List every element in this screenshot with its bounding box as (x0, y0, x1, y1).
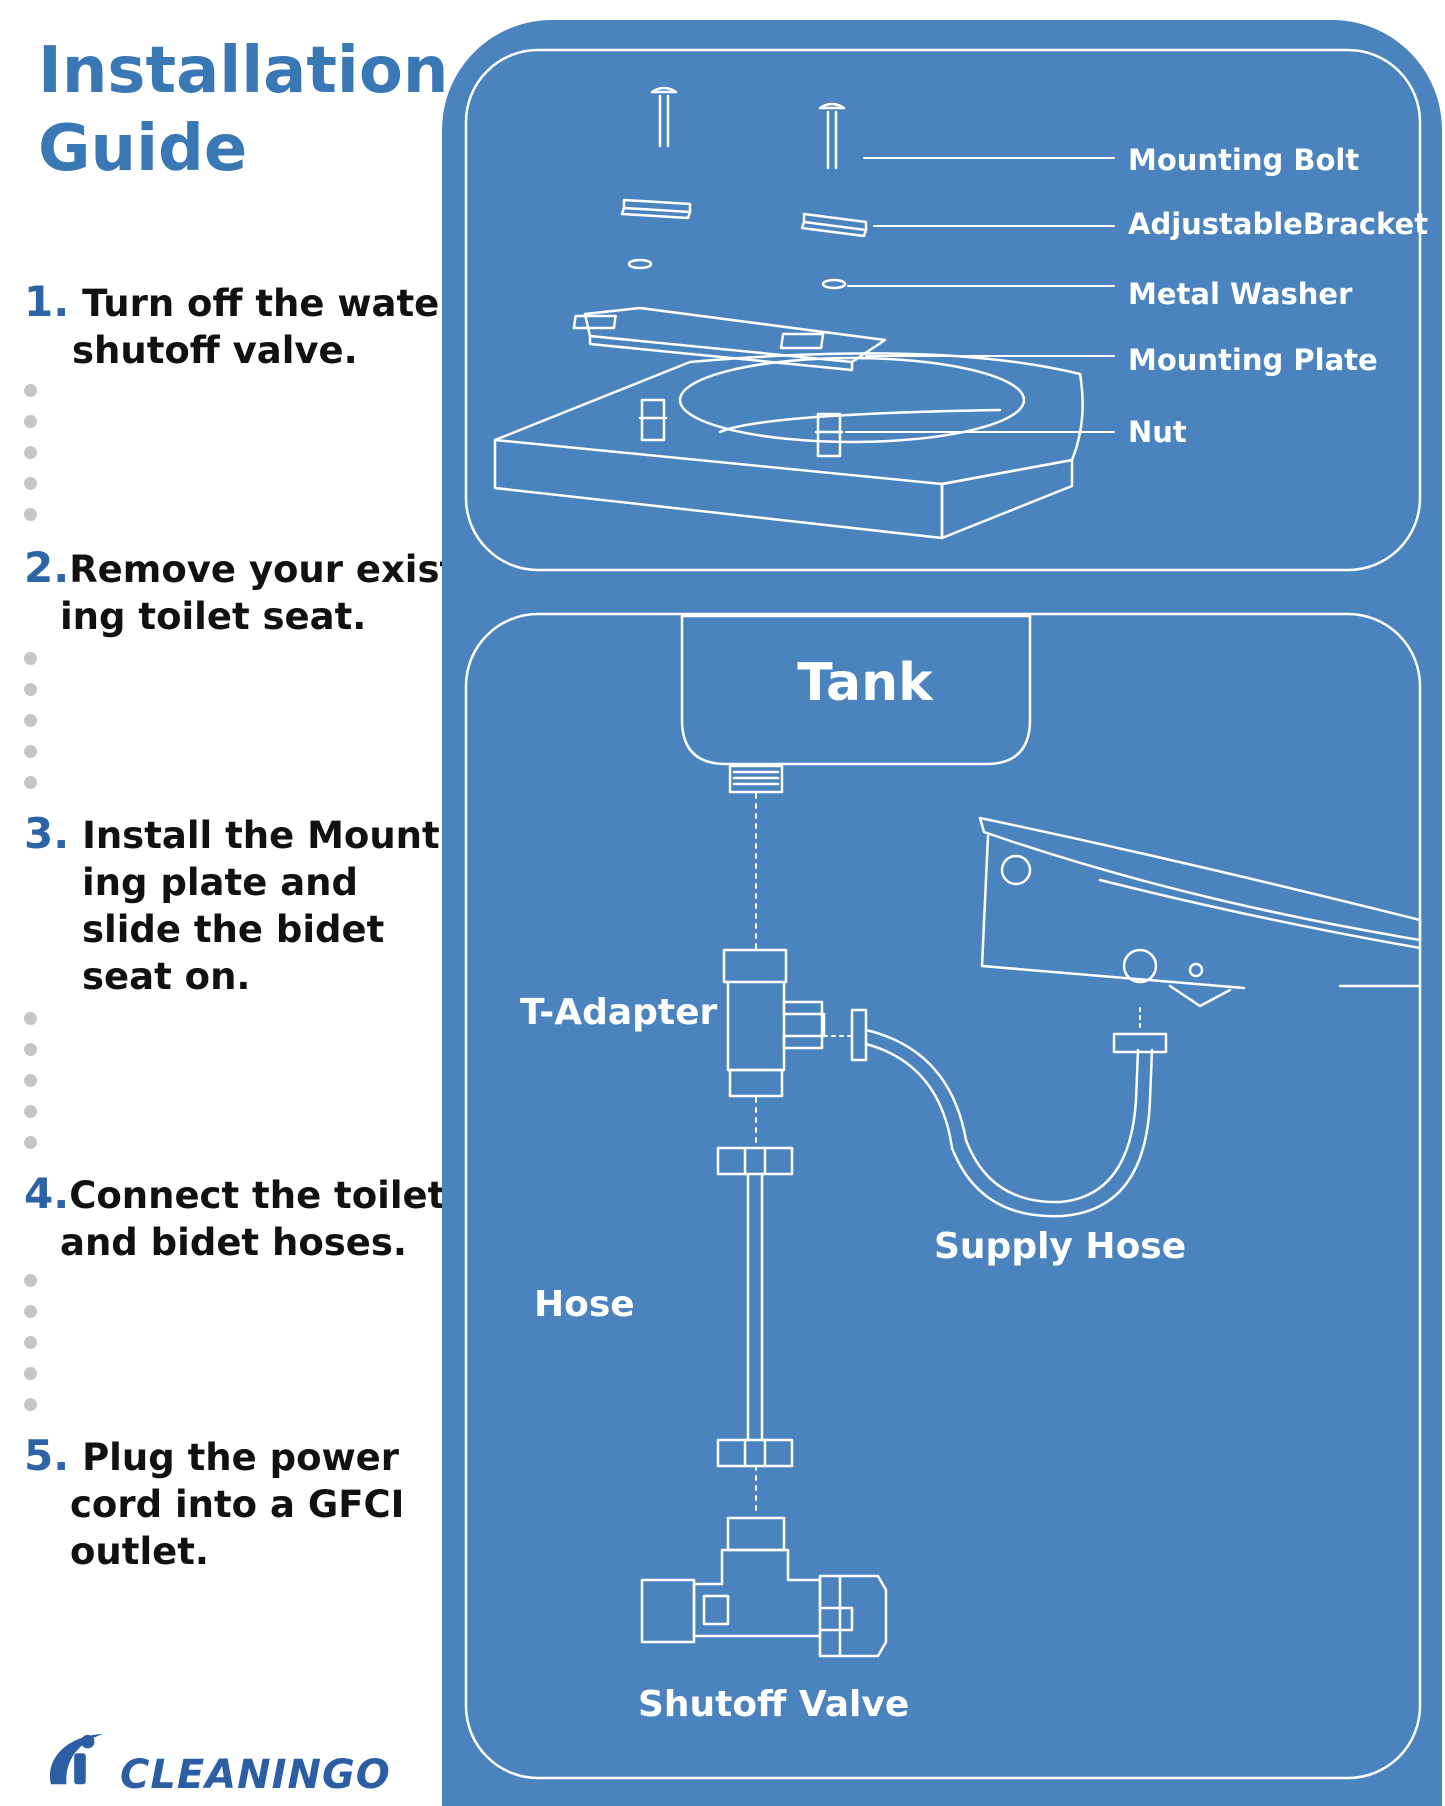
step-5-text-1: Plug the power (69, 1436, 400, 1479)
metal-washer-drawings (627, 258, 847, 290)
label-shutoff-valve: Shutoff Valve (638, 1684, 909, 1725)
title-line-2: Guide (38, 112, 248, 186)
mounting-plate-drawing (572, 306, 887, 372)
mounting-bolt-drawings (650, 86, 846, 170)
step-2-dots (24, 652, 37, 807)
step-1-text-1: Turn off the water (69, 282, 458, 325)
step-5: 5. Plug the power cord into a GFCI outle… (24, 1432, 404, 1575)
step-3-dots (24, 1012, 37, 1167)
bidet-seat-drawing (978, 816, 1422, 1008)
step-4-text-2: and bidet hoses. (60, 1221, 407, 1264)
step-1-number: 1. (24, 277, 70, 326)
top-diagram-frame (464, 48, 1422, 572)
step-2-text-1: Remove your exist (69, 548, 458, 591)
step-5-number: 5. (24, 1431, 70, 1480)
toilet-seat-slab-drawing (493, 352, 1084, 540)
step-2-text-2: ing toilet seat. (60, 595, 367, 638)
step-3: 3. Install the Mount ing plate and slide… (24, 810, 440, 1000)
shutoff-valve-drawing (640, 1516, 888, 1658)
step-5-text-2: cord into a GFCI (70, 1483, 405, 1526)
step-4: 4.Connect the toilet and bidet hoses. (24, 1170, 445, 1266)
label-hose: Hose (534, 1284, 635, 1325)
label-mounting-bolt: Mounting Bolt (1128, 143, 1359, 177)
hose-drawing (716, 1146, 794, 1468)
step-1: 1. Turn off the water shutoff valve. (24, 278, 458, 374)
step-4-number: 4. (24, 1169, 70, 1218)
step-2: 2.Remove your exist ing toilet seat. (24, 544, 457, 640)
step-1-dots (24, 384, 37, 539)
bottom-diagram-frame (464, 612, 1422, 1780)
leader-lines (845, 157, 1115, 433)
adjustable-bracket-drawings (620, 198, 868, 238)
label-t-adapter: T-Adapter (520, 992, 718, 1033)
cleaningo-logo-icon (49, 1733, 104, 1785)
step-4-text-1: Connect the toilet (69, 1174, 446, 1217)
tank-drawing (680, 614, 1032, 794)
page-title: Installation Guide (38, 32, 448, 188)
step-2-number: 2. (24, 543, 70, 592)
step-3-text-4: seat on. (82, 955, 251, 998)
title-line-1: Installation (38, 34, 449, 108)
step-5-text-3: outlet. (70, 1530, 209, 1573)
label-supply-hose: Supply Hose (934, 1226, 1186, 1267)
step-3-text-2: ing plate and (82, 861, 358, 904)
label-tank: Tank (797, 653, 934, 713)
label-adjustable-bracket: AdjustableBracket (1128, 207, 1428, 241)
supply-hose-drawing (864, 1028, 1168, 1218)
label-nut: Nut (1128, 415, 1187, 449)
step-3-number: 3. (24, 809, 70, 858)
step-3-text-3: slide the bidet (82, 908, 385, 951)
brand-name: CLEANINGO (120, 1752, 391, 1798)
label-mounting-plate: Mounting Plate (1128, 343, 1378, 377)
step-1-text-2: shutoff valve. (72, 329, 358, 372)
step-4-dots (24, 1274, 37, 1429)
nut-drawings (638, 398, 844, 458)
label-metal-washer: Metal Washer (1128, 277, 1353, 311)
t-adapter-drawing (722, 948, 868, 1098)
step-3-text-1: Install the Mount (69, 814, 440, 857)
